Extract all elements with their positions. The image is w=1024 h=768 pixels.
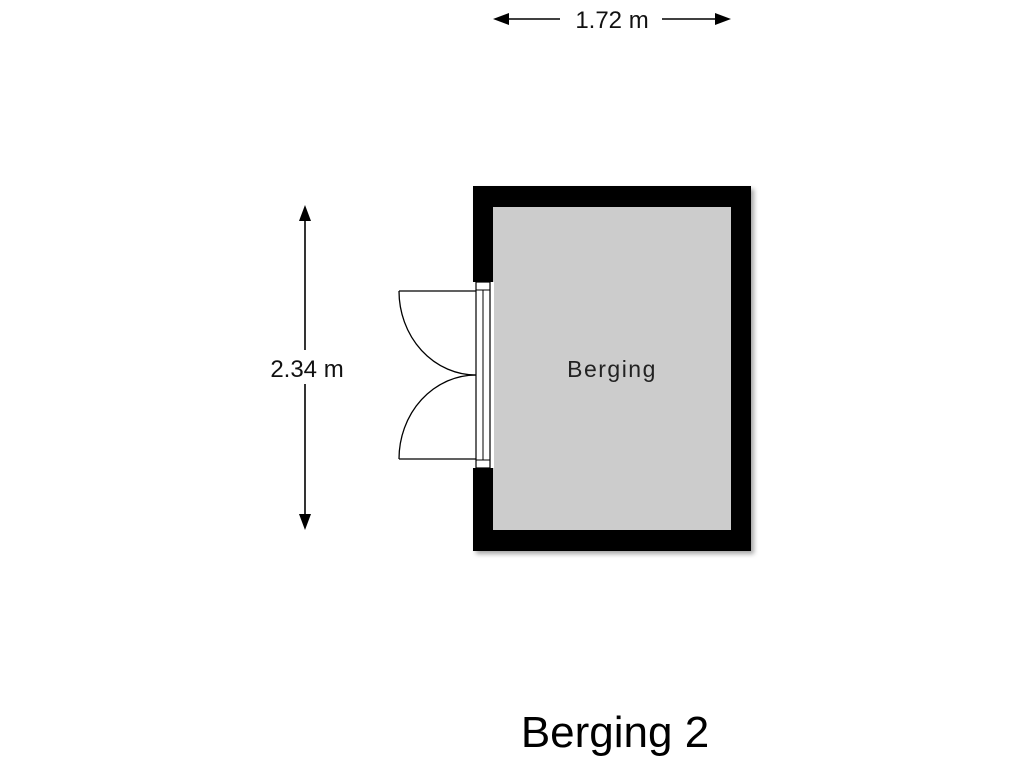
arrow-down-icon (299, 514, 311, 530)
door-swing-top (398, 290, 477, 376)
arrow-right-icon (715, 13, 731, 25)
depth-dimension-label: 2.34 m (270, 356, 343, 383)
plan-title: Berging 2 (521, 708, 709, 757)
width-dimension: 1.72 m (493, 7, 731, 34)
room-floor (493, 207, 731, 530)
arrow-left-icon (493, 13, 509, 25)
depth-dimension: 2.34 m (270, 205, 344, 530)
room (471, 186, 751, 551)
room-label: Berging (567, 356, 657, 382)
width-dimension-label: 1.72 m (575, 7, 648, 34)
door-swing-bottom (398, 374, 477, 460)
double-door (398, 290, 477, 460)
arrow-up-icon (299, 205, 311, 221)
